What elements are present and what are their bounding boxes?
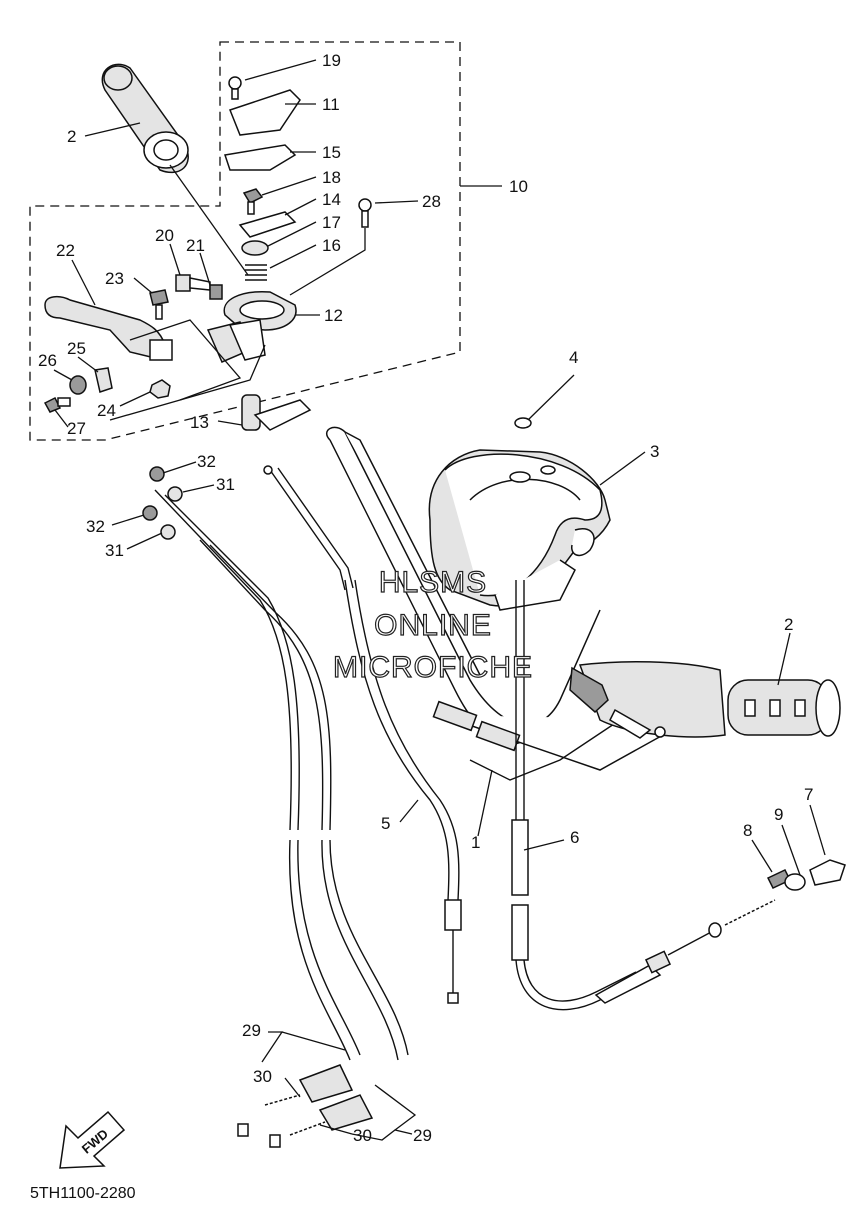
washer-17 [241, 240, 269, 256]
callout-32-bottom: 32 [86, 517, 105, 536]
callout-11: 11 [322, 95, 340, 114]
callout-12: 12 [324, 306, 343, 325]
cable-29 [154, 489, 409, 1148]
callout-27: 27 [67, 419, 86, 438]
callout-29-right: 29 [413, 1126, 432, 1145]
bolt-20 [175, 274, 211, 292]
callout-24: 24 [97, 401, 116, 420]
bolt-27 [43, 396, 71, 413]
callout-16: 16 [322, 236, 341, 255]
callout-19: 19 [322, 51, 341, 70]
nut-21 [209, 284, 223, 300]
callout-13: 13 [190, 413, 209, 432]
assembly-boundary [29, 41, 461, 441]
callout-18: 18 [322, 168, 341, 187]
callout-21: 21 [186, 236, 205, 255]
right-grip [569, 660, 841, 739]
cover-11 [229, 89, 301, 136]
callout-20: 20 [155, 226, 174, 245]
screw-28 [358, 198, 372, 228]
callout-26: 26 [38, 351, 57, 370]
part-25 [94, 367, 113, 393]
callout-30-right: 30 [353, 1126, 372, 1145]
callout-8: 8 [743, 821, 752, 840]
lever-holder-assembly [43, 76, 372, 431]
gasket-15 [224, 144, 297, 171]
lever-22 [44, 295, 166, 359]
part-13 [241, 394, 312, 431]
callout-14: 14 [322, 190, 341, 209]
callout-9: 9 [774, 805, 783, 824]
callout-3: 3 [650, 442, 659, 461]
callout-31-top: 31 [216, 475, 235, 494]
spring-16 [245, 264, 267, 281]
callout-6: 6 [570, 828, 579, 847]
callout-2-right: 2 [784, 615, 793, 634]
plug [514, 417, 532, 429]
callout-28: 28 [422, 192, 441, 211]
callout-29-left: 29 [242, 1021, 261, 1040]
callout-1: 1 [471, 833, 480, 852]
svg-text:HLSMS: HLSMS [379, 566, 487, 599]
callout-5: 5 [381, 814, 390, 833]
callout-17: 17 [322, 213, 341, 232]
bolt-18 [242, 188, 264, 215]
screw-19 [228, 76, 242, 100]
svg-text:MICROFICHE: MICROFICHE [333, 651, 533, 684]
plate-14 [238, 211, 297, 238]
callout-22: 22 [56, 241, 75, 260]
fwd-arrow-icon: FWD [59, 1110, 126, 1169]
watermark: HLSMS ONLINE MICROFICHE [332, 565, 533, 684]
callout-31-bottom: 31 [105, 541, 124, 560]
callout-7: 7 [804, 785, 813, 804]
callout-2-left: 2 [67, 127, 76, 146]
bolt-23 [149, 289, 169, 320]
callouts: 19 11 15 18 14 17 16 28 10 2 22 20 21 23… [38, 51, 813, 1145]
cable-ends [142, 465, 273, 540]
callout-15: 15 [322, 143, 341, 162]
callout-30-left: 30 [253, 1067, 272, 1086]
collar-26 [69, 375, 87, 395]
drawing-code: 5TH1100-2280 [30, 1185, 136, 1202]
cable-6 [511, 580, 846, 1011]
callout-4: 4 [569, 348, 578, 367]
callout-10: 10 [509, 177, 528, 196]
nut-24 [149, 379, 171, 399]
throttle-housing [428, 449, 611, 611]
svg-text:ONLINE: ONLINE [374, 609, 492, 642]
leader-lines [53, 59, 826, 1141]
callout-23: 23 [105, 269, 124, 288]
cable-5 [269, 467, 462, 1004]
left-grip [101, 63, 249, 276]
callout-32-top: 32 [197, 452, 216, 471]
callout-25: 25 [67, 339, 86, 358]
